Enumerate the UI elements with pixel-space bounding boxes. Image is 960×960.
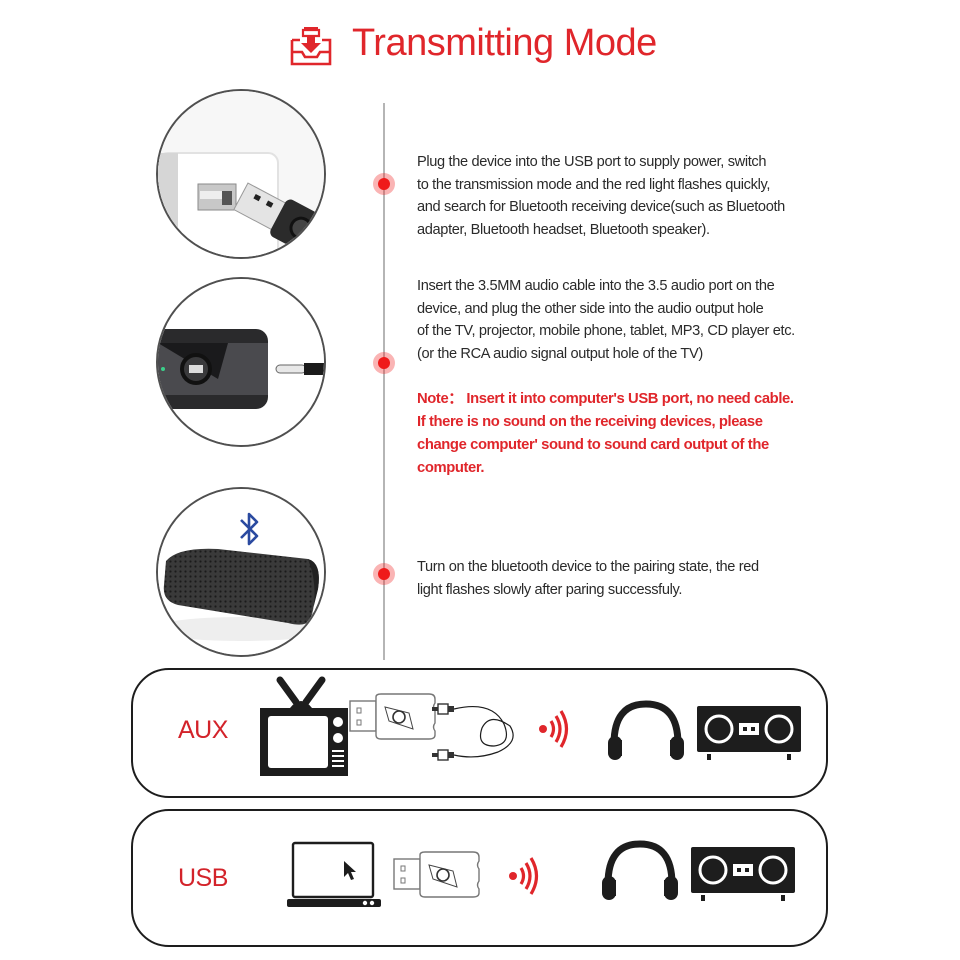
step-2-line: of the TV, projector, mobile phone, tabl… (417, 323, 795, 339)
usb-dongle-plugged-into-port-photo (156, 89, 326, 259)
speaker-icon (691, 847, 795, 901)
note-line: Note： Insert it into computer's USB port… (417, 391, 794, 407)
step-2-line: device, and plug the other side into the… (417, 300, 764, 317)
usb-adapter-icon (393, 851, 480, 898)
step-1-line: adapter, Bluetooth headset, Bluetooth sp… (417, 221, 710, 238)
wireless-signal-icon (509, 857, 539, 895)
bluetooth-icon (240, 512, 259, 546)
laptop-icon (287, 841, 381, 907)
timeline-line (383, 103, 385, 660)
retro-tv-icon (260, 676, 348, 776)
usb-label: USB (178, 864, 228, 892)
aux-cable-icon (432, 703, 514, 761)
download-tray-icon (290, 27, 332, 66)
step-1-line: to the transmission mode and the red lig… (417, 176, 771, 193)
usb-adapter-icon (349, 693, 436, 740)
step-1-line: Plug the device into the USB port to sup… (417, 154, 767, 170)
note-line: computer. (417, 460, 485, 476)
step-2-line: Insert the 3.5MM audio cable into the 3.… (417, 278, 775, 294)
note-warning: Note： Insert it into computer's USB port… (417, 388, 857, 480)
step-2-line: (or the RCA audio signal output hole of … (417, 345, 703, 362)
timeline-marker-1 (373, 173, 395, 195)
step-1-text: Plug the device into the USB port to sup… (417, 151, 857, 241)
headphones-icon (602, 840, 678, 900)
page-title: Transmitting Mode (352, 22, 657, 64)
bluetooth-speaker-photo (156, 487, 326, 657)
step-1-line: and search for Bluetooth receiving devic… (417, 199, 785, 215)
headphones-icon (608, 700, 684, 760)
step-3-line: Turn on the bluetooth device to the pair… (417, 559, 759, 575)
audio-jack-into-device-photo (156, 277, 326, 447)
aux-label: AUX (178, 716, 228, 744)
step-3-text: Turn on the bluetooth device to the pair… (417, 556, 857, 601)
timeline-marker-2 (373, 352, 395, 374)
speaker-icon (697, 706, 801, 760)
wireless-signal-icon (539, 710, 569, 748)
step-3-line: light flashes slowly after paring succes… (417, 581, 683, 598)
note-line: change computer' sound to sound card out… (417, 437, 769, 453)
note-line: If there is no sound on the receiving de… (417, 414, 763, 430)
step-2-text: Insert the 3.5MM audio cable into the 3.… (417, 275, 857, 365)
timeline-marker-3 (373, 563, 395, 585)
